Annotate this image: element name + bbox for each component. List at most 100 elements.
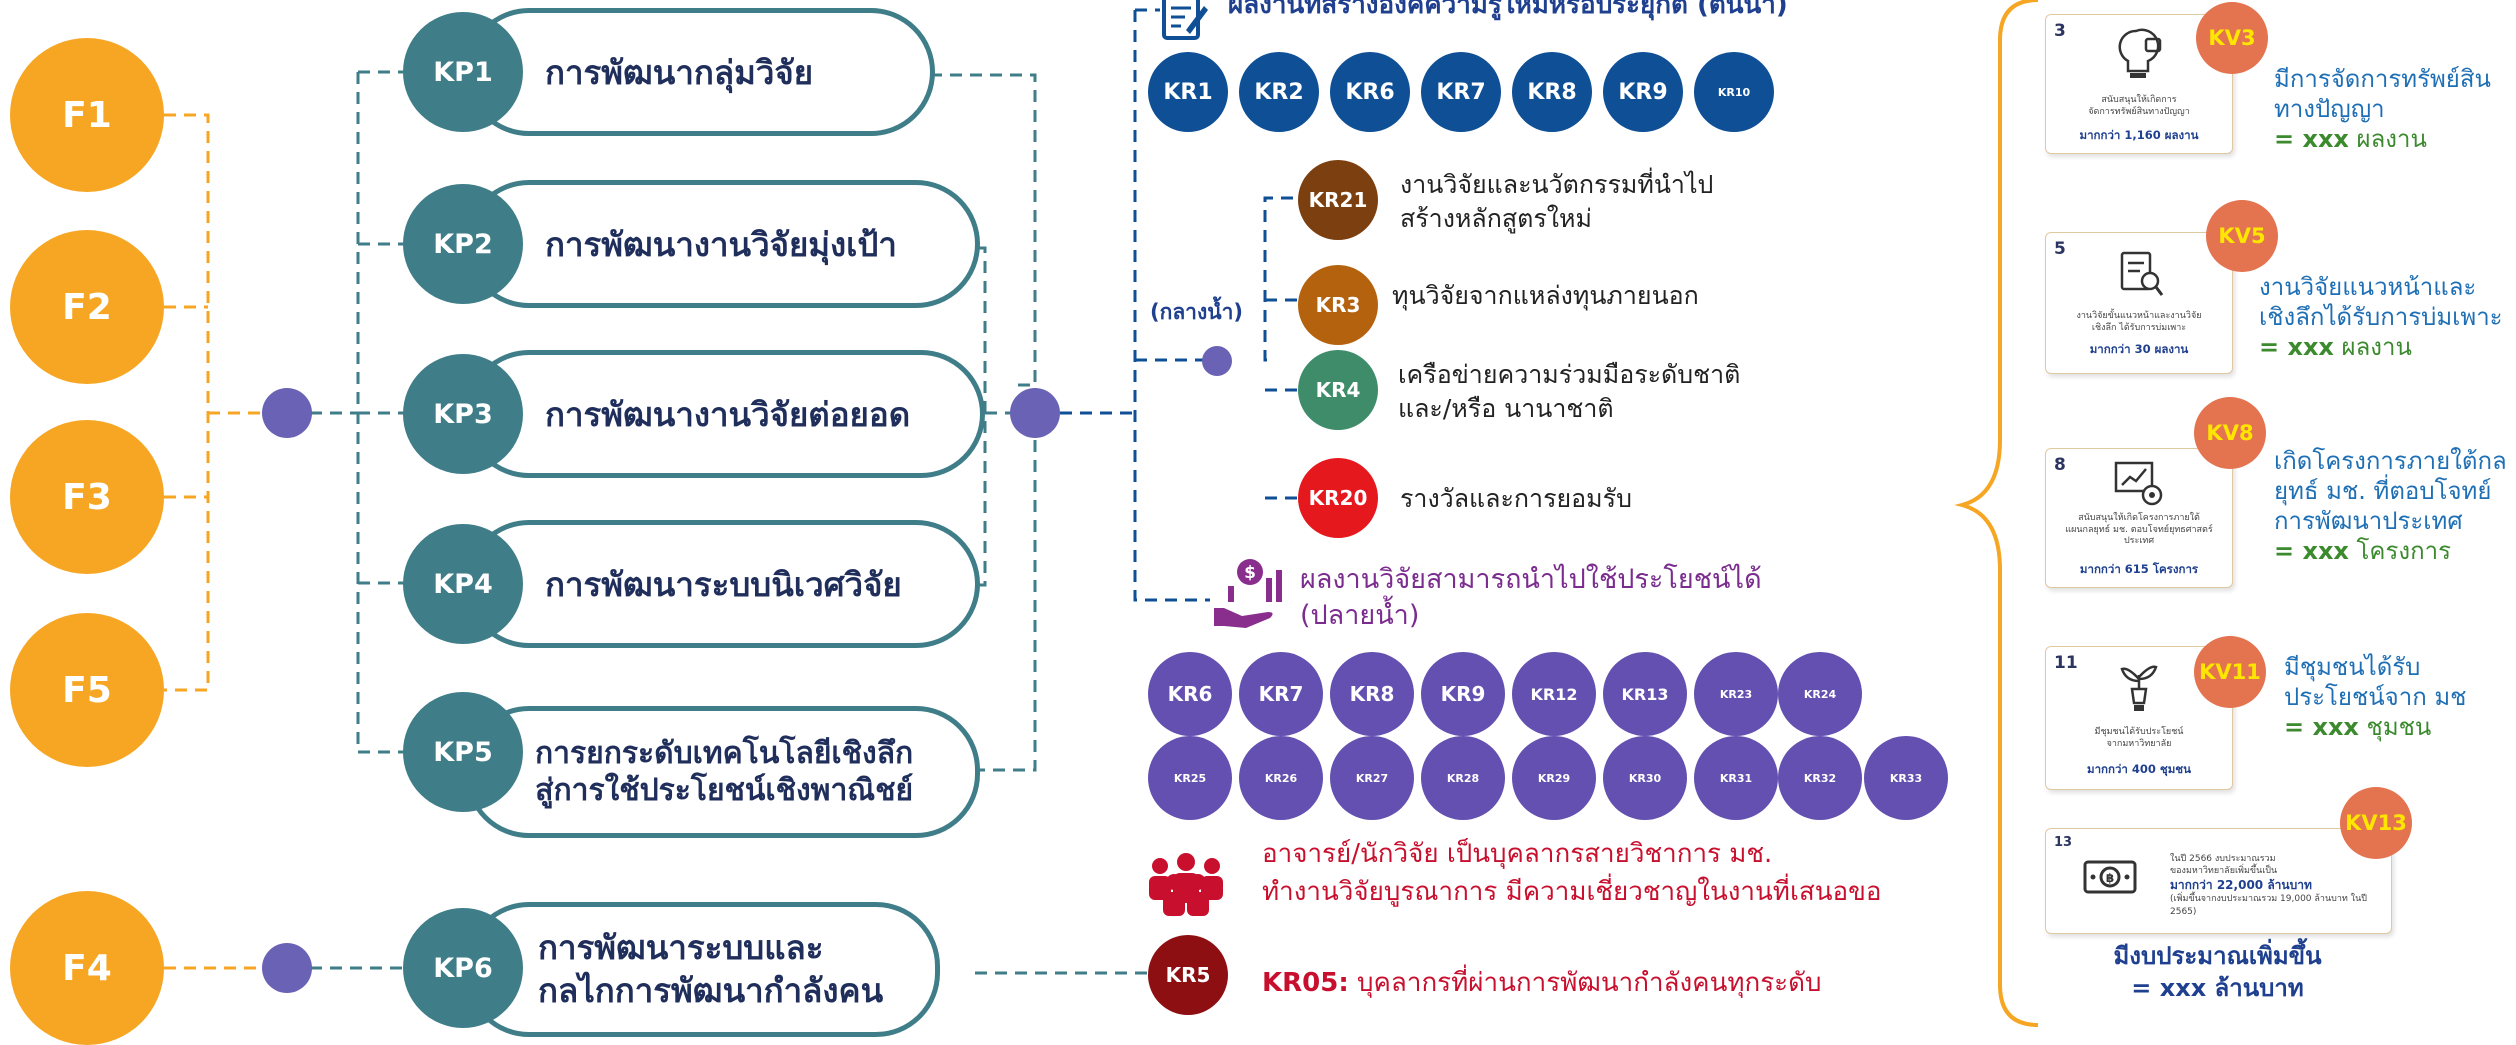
hub-f4-kp6 bbox=[262, 943, 312, 993]
kv5-text-line1: งานวิจัยแนวหน้าและ bbox=[2259, 273, 2477, 301]
hand-money-chart-icon: $ bbox=[1210, 556, 1290, 634]
people-group-icon bbox=[1144, 852, 1228, 918]
kv11-desc: มีชุมชนได้รับประโยชน์ จากมหาวิทยาลัย bbox=[2052, 727, 2226, 750]
kr-downstream-kr28: KR28 bbox=[1421, 736, 1505, 820]
kr-downstream-kr12: KR12 bbox=[1512, 652, 1596, 736]
kv3-desc-line1: สนับสนุนให้เกิดการ bbox=[2101, 95, 2177, 105]
kr4-text: เครือข่ายความร่วมมือระดับชาติ และ/หรือ น… bbox=[1398, 358, 1740, 426]
kp6-label-line1: การพัฒนาระบบและ bbox=[538, 927, 824, 967]
kp2-box: การพัฒนางานวิจัยมุ่งเป้า bbox=[465, 180, 980, 308]
kr-midstream-kr21: KR21 bbox=[1298, 160, 1378, 240]
kr-downstream-kr25: KR25 bbox=[1148, 736, 1232, 820]
kv8-desc-line1: สนับสนุนให้เกิดโครงการภายใต้ bbox=[2078, 513, 2200, 523]
kv11-text-line2: ประโยชน์จาก มช bbox=[2284, 683, 2467, 711]
kr-downstream-kr29: KR29 bbox=[1512, 736, 1596, 820]
kv8-badge: KV8 bbox=[2194, 397, 2266, 469]
kv3-desc-line2: จัดการทรัพย์สินทางปัญญา bbox=[2088, 106, 2190, 117]
kv8-text-line2: ยุทธ์ มช. ที่ตอบโจทย์ bbox=[2274, 477, 2492, 505]
kv5-badge: KV5 bbox=[2206, 200, 2278, 272]
kv8-more: มากกว่า 615 โครงการ bbox=[2079, 562, 2199, 576]
f-node-f3: F3 bbox=[10, 420, 164, 574]
kv5-value: = xxx ผลงาน bbox=[2259, 332, 2503, 362]
kr21-text: งานวิจัยและนวัตกรรมที่นำไป สร้างหลักสูตร… bbox=[1400, 168, 1713, 236]
kp6-circle: KP6 bbox=[403, 908, 523, 1028]
lightbulb-lock-icon bbox=[2118, 27, 2164, 87]
kp4-label: การพัฒนาระบบนิเวศวิจัย bbox=[545, 564, 902, 604]
kv8-value: = xxx โครงการ bbox=[2274, 536, 2507, 566]
kr05-label-text: บุคลากรที่ผ่านการพัฒนากำลังคนทุกระดับ bbox=[1348, 968, 1822, 998]
svg-text:฿: ฿ bbox=[2106, 871, 2114, 885]
kp1-circle: KP1 bbox=[403, 12, 523, 132]
hub-f-kp bbox=[262, 388, 312, 438]
kr-downstream-kr6: KR6 bbox=[1148, 652, 1232, 736]
kv3-desc: สนับสนุนให้เกิดการ จัดการทรัพย์สินทางปัญ… bbox=[2052, 95, 2226, 118]
kr-downstream-kr27: KR27 bbox=[1330, 736, 1414, 820]
kr05-label: KR05: บุคลากรที่ผ่านการพัฒนากำลังคนทุกระ… bbox=[1262, 962, 1822, 1003]
kv3-badge: KV3 bbox=[2196, 2, 2268, 74]
kv8-desc-line2: แผนกลยุทธ์ มช. ตอบโจทย์ยุทธศาสตร์ประเทศ bbox=[2065, 524, 2213, 547]
kp5-circle: KP5 bbox=[403, 692, 523, 812]
downstream-heading-line1: ผลงานวิจัยสามารถนำไปใช้ประโยชน์ได้ bbox=[1300, 564, 1762, 595]
kv3-value: = xxx ผลงาน bbox=[2274, 124, 2491, 154]
personnel-text-line1: อาจารย์/นักวิจัย เป็นบุคลากรสายวิชาการ ม… bbox=[1262, 839, 1773, 869]
kv11-desc-line2: จากมหาวิทยาลัย bbox=[2106, 738, 2172, 749]
downstream-heading-line2: (ปลายน้ำ) bbox=[1300, 600, 1420, 632]
kv5-desc: งานวิจัยขั้นแนวหน้าและงานวิจัย เชิงลึก ไ… bbox=[2052, 311, 2226, 334]
kv3-value-unit: ผลงาน bbox=[2348, 125, 2427, 153]
kv13-text: มีงบประมาณเพิ่มขึ้น = xxx ล้านบาท bbox=[2045, 940, 2390, 1005]
kv5-text: งานวิจัยแนวหน้าและ เชิงลึกได้รับการบ่มเพ… bbox=[2259, 272, 2503, 362]
kr-downstream-kr8: KR8 bbox=[1330, 652, 1414, 736]
kr4-text-line1: เครือข่ายความร่วมมือระดับชาติ bbox=[1398, 360, 1741, 389]
kr4-text-line2: และ/หรือ นานาชาติ bbox=[1398, 393, 1614, 423]
kp5-label-line2: สู่การใช้ประโยชน์เชิงพาณิชย์ bbox=[535, 773, 914, 808]
kp3-label: การพัฒนางานวิจัยต่อยอด bbox=[545, 394, 911, 434]
kr-downstream-kr32: KR32 bbox=[1778, 736, 1862, 820]
kr-upstream-kr2: KR2 bbox=[1239, 52, 1319, 132]
kv8-text-line1: เกิดโครงการภายใต้กล bbox=[2274, 447, 2507, 475]
kp2-circle: KP2 bbox=[403, 184, 523, 304]
kr-upstream-kr7: KR7 bbox=[1421, 52, 1501, 132]
kv8-value-unit: โครงการ bbox=[2348, 537, 2451, 565]
upstream-heading: ผลงานที่สร้างองค์ความรู้ใหม่หรือประยุกต์… bbox=[1228, 0, 1788, 20]
kv5-value-num: = xxx bbox=[2259, 333, 2334, 361]
kv8-desc: สนับสนุนให้เกิดโครงการภายใต้ แผนกลยุทธ์ … bbox=[2052, 513, 2226, 548]
kp2-label: การพัฒนางานวิจัยมุ่งเป้า bbox=[545, 224, 897, 264]
f-node-f4: F4 bbox=[10, 891, 164, 1045]
banknote-icon: ฿ bbox=[2082, 857, 2138, 901]
kr-downstream-kr26: KR26 bbox=[1239, 736, 1323, 820]
kr21-text-line2: สร้างหลักสูตรใหม่ bbox=[1400, 203, 1592, 233]
document-pen-icon bbox=[1160, 0, 1210, 42]
kr20-text: รางวัลและการยอมรับ bbox=[1400, 484, 1632, 513]
kv5-more: มากกว่า 30 ผลงาน bbox=[2089, 342, 2189, 356]
kv13-badge: KV13 bbox=[2340, 787, 2412, 859]
kv3-value-num: = xxx bbox=[2274, 125, 2349, 153]
plant-bulb-icon bbox=[2118, 659, 2160, 721]
kp3-box: การพัฒนางานวิจัยต่อยอด bbox=[465, 350, 985, 478]
kv8-card: 8 สนับสนุนให้เกิดโครงการภายใต้ แผนกลยุทธ… bbox=[2045, 448, 2233, 588]
kp4-box: การพัฒนาระบบนิเวศวิจัย bbox=[465, 520, 980, 648]
personnel-text: อาจารย์/นักวิจัย เป็นบุคลากรสายวิชาการ ม… bbox=[1262, 836, 1881, 911]
kv13-text-line1: มีงบประมาณเพิ่มขึ้น bbox=[2113, 942, 2322, 970]
kp1-label: การพัฒนากลุ่มวิจัย bbox=[545, 52, 814, 92]
kv8-text-line3: การพัฒนาประเทศ bbox=[2274, 507, 2463, 535]
kr-midstream-kr4: KR4 bbox=[1298, 350, 1378, 430]
chart-gear-icon bbox=[2112, 459, 2166, 513]
kv13-desc-line3: (เพิ่มขึ้นจากงบประมาณรวม 19,000 ล้านบาท … bbox=[2170, 894, 2367, 917]
kv11-number: 11 bbox=[2054, 653, 2078, 673]
kr-downstream-kr24: KR24 bbox=[1778, 652, 1862, 736]
hub-kp-kr bbox=[1010, 388, 1060, 438]
document-search-icon bbox=[2118, 249, 2164, 303]
kv8-value-num: = xxx bbox=[2274, 537, 2349, 565]
kv5-desc-line2: เชิงลึก ได้รับการบ่มเพาะ bbox=[2091, 322, 2187, 333]
kp1-box: การพัฒนากลุ่มวิจัย bbox=[465, 8, 935, 136]
kv13-number: 13 bbox=[2054, 835, 2073, 850]
kr-downstream-kr33: KR33 bbox=[1864, 736, 1948, 820]
kv5-value-unit: ผลงาน bbox=[2333, 333, 2412, 361]
kr-downstream-kr30: KR30 bbox=[1603, 736, 1687, 820]
kr-personnel-kr5: KR5 bbox=[1148, 935, 1228, 1015]
f-node-f2: F2 bbox=[10, 230, 164, 384]
kr-downstream-kr9: KR9 bbox=[1421, 652, 1505, 736]
kv3-text: มีการจัดการทรัพย์สิน ทางปัญญา = xxx ผลงา… bbox=[2274, 64, 2491, 154]
svg-text:$: $ bbox=[1244, 563, 1256, 583]
kp3-circle: KP3 bbox=[403, 354, 523, 474]
